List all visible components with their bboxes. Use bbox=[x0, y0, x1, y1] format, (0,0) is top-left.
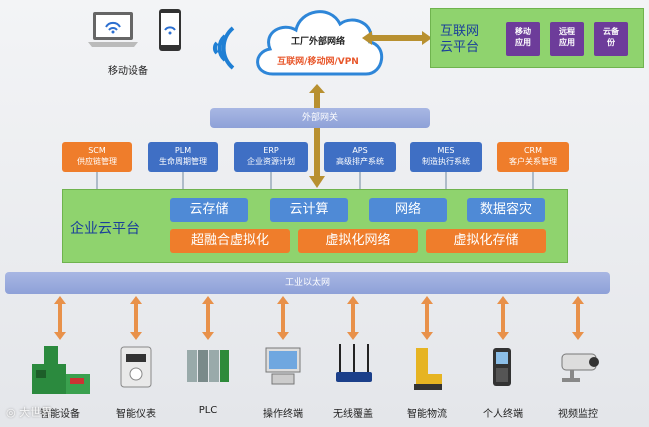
virt-network: 虚拟化网络 bbox=[298, 229, 418, 253]
device-label: PLC bbox=[198, 405, 218, 416]
system-name: 企业资源计划 bbox=[247, 157, 295, 166]
system-erp: ERP 企业资源计划 bbox=[234, 142, 308, 172]
device-label: 视频监控 bbox=[558, 409, 598, 420]
system-scm: SCM 供应链管理 bbox=[62, 142, 132, 172]
camera-icon bbox=[556, 348, 602, 384]
system-code: MES bbox=[437, 146, 455, 155]
mobile-devices-label: 移动设备 bbox=[108, 66, 148, 77]
system-code: APS bbox=[352, 146, 368, 155]
enterprise-platform-title: 企业云平台 bbox=[70, 221, 140, 237]
gateway-platform-arrow bbox=[309, 128, 325, 188]
cloud-gateway-arrow bbox=[308, 84, 326, 110]
system-connectors bbox=[0, 172, 649, 192]
system-code: SCM bbox=[88, 146, 106, 155]
cloud-platform-arrow bbox=[362, 30, 432, 46]
watermark-text: 大世界 bbox=[19, 406, 53, 419]
cloud-subtitle: 互联网/移动网/VPN bbox=[277, 57, 359, 67]
industrial-ethernet-label: 工业以太网 bbox=[284, 278, 330, 288]
app-mobile: 移动 应用 bbox=[506, 22, 540, 56]
agv-icon bbox=[412, 344, 444, 392]
app-remote: 远程 应用 bbox=[550, 22, 584, 56]
watermark-logo-icon: ◎ bbox=[6, 406, 20, 419]
plc-icon bbox=[186, 348, 230, 384]
system-crm: CRM 客户关系管理 bbox=[497, 142, 569, 172]
service-disaster-recovery: 数据容灾 bbox=[467, 198, 545, 222]
system-name: 制造执行系统 bbox=[422, 157, 470, 166]
router-icon bbox=[334, 342, 374, 386]
laptop-icon bbox=[88, 10, 138, 50]
industrial-ethernet-bar: 工业以太网 bbox=[5, 272, 610, 294]
service-network: 网络 bbox=[369, 198, 447, 222]
external-gateway-label: 外部网关 bbox=[301, 113, 338, 123]
internet-platform-title-1: 互联网 bbox=[440, 24, 480, 39]
meter-icon bbox=[120, 346, 152, 388]
device-label: 个人终端 bbox=[483, 409, 523, 420]
virt-storage: 虚拟化存储 bbox=[426, 229, 546, 253]
service-cloud-storage: 云存储 bbox=[170, 198, 248, 222]
device-arrows bbox=[0, 296, 649, 340]
system-code: ERP bbox=[263, 146, 279, 155]
machine-icon bbox=[30, 344, 92, 396]
wifi-waves-icon bbox=[205, 18, 245, 78]
phone-icon bbox=[158, 8, 182, 52]
system-code: CRM bbox=[523, 146, 543, 155]
handheld-icon bbox=[490, 346, 514, 388]
device-label: 无线覆盖 bbox=[333, 409, 373, 420]
system-name: 客户关系管理 bbox=[509, 157, 557, 166]
service-cloud-compute: 云计算 bbox=[270, 198, 348, 222]
watermark: ◎ 大世界 bbox=[6, 404, 52, 420]
device-label: 操作终端 bbox=[263, 409, 303, 420]
system-name: 生命周期管理 bbox=[159, 157, 207, 166]
external-network-cloud bbox=[248, 2, 388, 84]
device-label: 智能仪表 bbox=[116, 409, 156, 420]
virt-hyperconverged: 超融合虚拟化 bbox=[170, 229, 290, 253]
terminal-icon bbox=[264, 346, 302, 386]
device-label: 智能设备 bbox=[40, 409, 80, 420]
system-name: 供应链管理 bbox=[77, 157, 117, 166]
system-plm: PLM 生命周期管理 bbox=[148, 142, 218, 172]
external-gateway-bar: 外部网关 bbox=[210, 108, 430, 128]
device-label: 智能物流 bbox=[407, 409, 447, 420]
cloud-title: 工厂外部网络 bbox=[290, 37, 345, 47]
system-code: PLM bbox=[174, 146, 192, 155]
system-aps: APS 高级排产系统 bbox=[324, 142, 396, 172]
system-name: 高级排产系统 bbox=[336, 157, 384, 166]
app-cloud-backup: 云备 份 bbox=[594, 22, 628, 56]
system-mes: MES 制造执行系统 bbox=[410, 142, 482, 172]
internet-platform-title-2: 云平台 bbox=[440, 40, 480, 55]
